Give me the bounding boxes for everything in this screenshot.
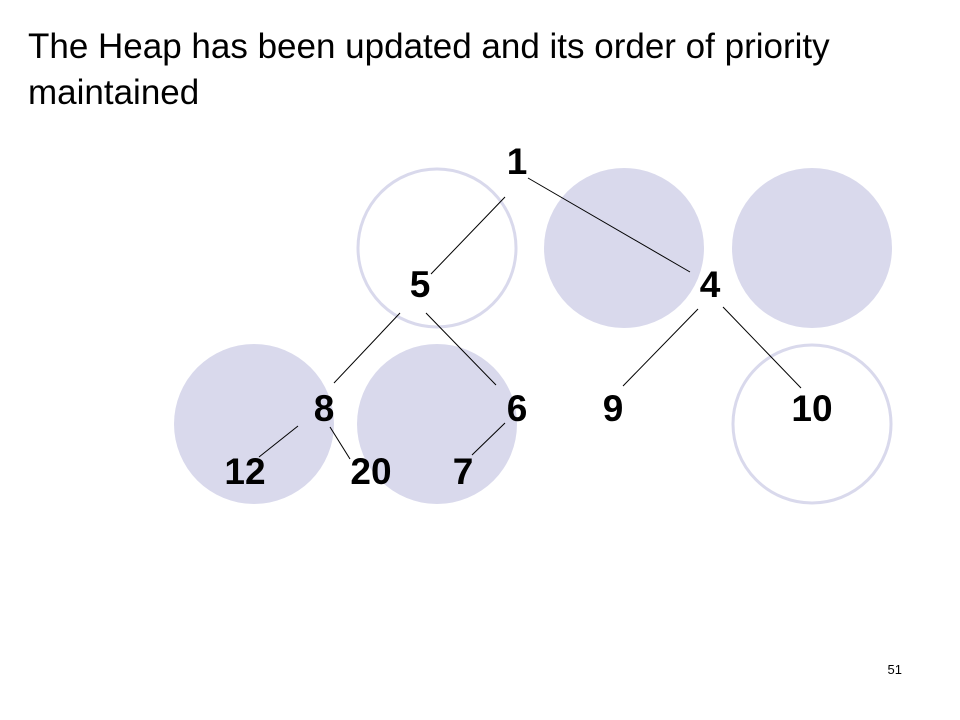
edge-8-12 <box>258 425 299 458</box>
page-number: 51 <box>887 662 902 677</box>
edge-5-8 <box>333 312 401 384</box>
edge-4-10 <box>722 306 802 389</box>
edge-6-7 <box>471 422 506 456</box>
heap-edges <box>258 177 802 460</box>
heap-nodes: 1 5 4 8 6 9 10 12 20 7 <box>224 141 832 492</box>
filled-circle <box>357 344 517 504</box>
heap-node: 7 <box>453 451 474 492</box>
heap-node: 12 <box>224 451 265 492</box>
edge-1-5 <box>430 196 506 275</box>
filled-circle <box>544 168 704 328</box>
decorative-circles <box>174 167 893 505</box>
edge-5-6 <box>425 312 497 386</box>
heap-node: 8 <box>314 388 335 429</box>
heap-node: 4 <box>700 264 721 305</box>
heap-node: 10 <box>791 388 832 429</box>
heap-node: 6 <box>507 388 528 429</box>
filled-circle <box>174 344 334 504</box>
slide-title: The Heap has been updated and its order … <box>28 27 830 112</box>
heap-node: 5 <box>410 264 431 305</box>
edge-8-20 <box>329 426 351 460</box>
heap-node: 1 <box>507 141 528 182</box>
edge-1-4 <box>527 177 691 273</box>
outline-circle <box>731 343 893 505</box>
heap-node: 20 <box>350 451 391 492</box>
outline-circle <box>356 167 518 329</box>
filled-circle <box>732 168 892 328</box>
heap-node: 9 <box>603 388 624 429</box>
edge-4-9 <box>622 308 699 387</box>
